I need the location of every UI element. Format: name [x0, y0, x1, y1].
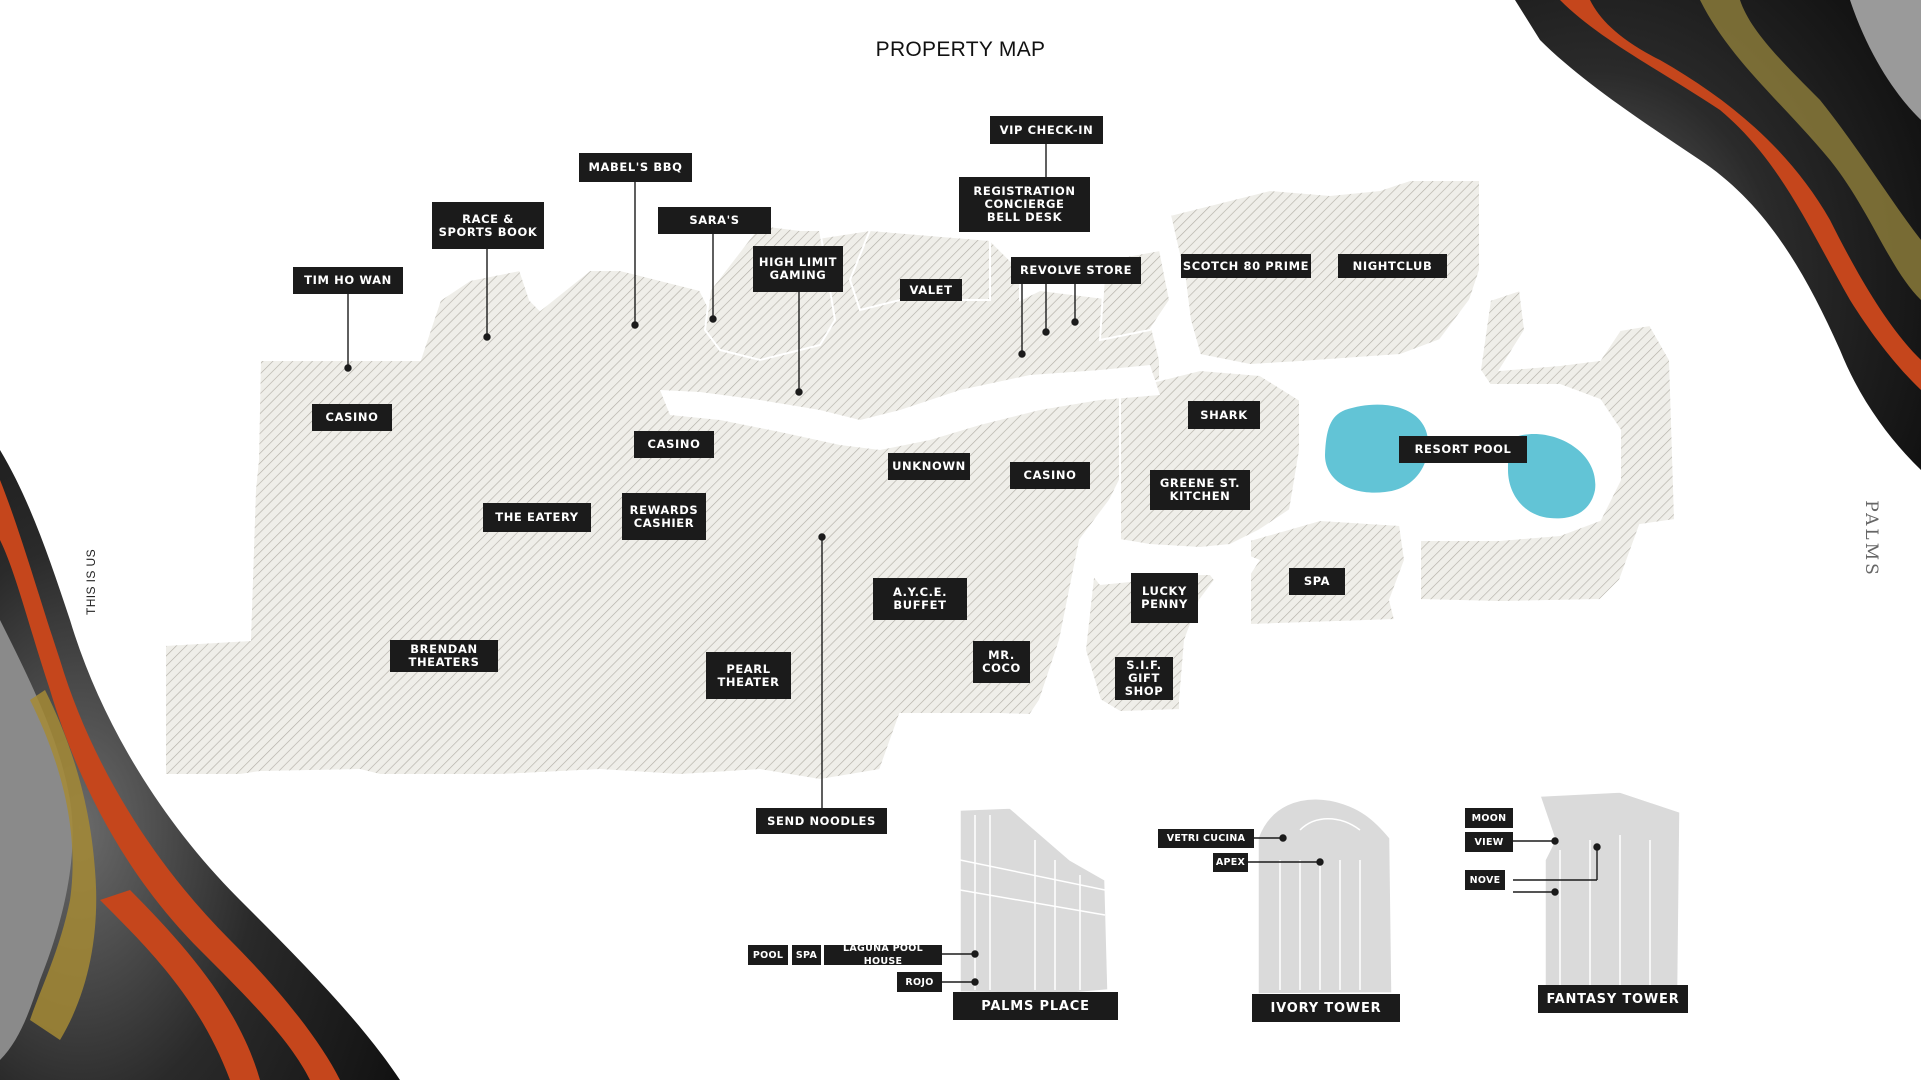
label-nove[interactable]: NOVE: [1465, 870, 1505, 890]
label-casino-east[interactable]: CASINO: [1010, 462, 1090, 489]
label-tim-ho-wan[interactable]: TIM HO WAN: [293, 267, 403, 294]
page-title: PROPERTY MAP: [875, 38, 1046, 61]
label-shark[interactable]: SHARK: [1188, 401, 1260, 429]
label-lucky-penny[interactable]: LUCKY PENNY: [1131, 573, 1198, 623]
label-ivory-tower[interactable]: IVORY TOWER: [1252, 994, 1400, 1022]
palms-place-tower: [959, 807, 1109, 995]
walkway-east: [1080, 548, 1260, 585]
label-saras[interactable]: SARA'S: [658, 207, 771, 234]
marble-bottom-left-decoration: [0, 450, 400, 1080]
label-spa-palms-place[interactable]: SPA: [792, 945, 821, 965]
label-valet[interactable]: VALET: [900, 279, 962, 301]
label-spa[interactable]: SPA: [1289, 568, 1345, 595]
label-vetri-cucina[interactable]: VETRI CUCINA: [1158, 829, 1254, 848]
label-registration-concierge-bell-desk[interactable]: REGISTRATION CONCIERGE BELL DESK: [959, 177, 1090, 232]
resort-pool-water: [1325, 404, 1596, 519]
marble-top-right-decoration: [1515, 0, 1921, 470]
label-sif-gift-shop[interactable]: S.I.F. GIFT SHOP: [1115, 657, 1173, 700]
label-send-noodles[interactable]: SEND NOODLES: [756, 808, 887, 834]
label-the-eatery[interactable]: THE EATERY: [483, 503, 591, 532]
fantasy-tower: [1538, 791, 1681, 993]
label-pool[interactable]: POOL: [748, 945, 788, 965]
label-palms-place[interactable]: PALMS PLACE: [953, 992, 1118, 1020]
label-greene-st-kitchen[interactable]: GREENE ST. KITCHEN: [1150, 470, 1250, 510]
label-rewards-cashier[interactable]: REWARDS CASHIER: [622, 493, 706, 540]
label-race-sports-book[interactable]: RACE & SPORTS BOOK: [432, 202, 544, 249]
label-revolve-store[interactable]: REVOLVE STORE: [1011, 257, 1141, 284]
label-unknown[interactable]: UNKNOWN: [888, 453, 970, 480]
label-vip-check-in[interactable]: VIP CHECK-IN: [990, 116, 1103, 144]
label-high-limit-gaming[interactable]: HIGH LIMIT GAMING: [753, 246, 843, 292]
walkway: [660, 365, 1160, 450]
label-mr-coco[interactable]: MR. COCO: [973, 641, 1030, 683]
label-apex[interactable]: APEX: [1213, 853, 1248, 872]
label-nightclub[interactable]: NIGHTCLUB: [1338, 254, 1447, 278]
label-fantasy-tower[interactable]: FANTASY TOWER: [1538, 985, 1688, 1013]
label-rojo[interactable]: ROJO: [897, 972, 942, 992]
label-pearl-theater[interactable]: PEARL THEATER: [706, 652, 791, 699]
label-casino-west[interactable]: CASINO: [312, 404, 392, 431]
label-casino-mid[interactable]: CASINO: [634, 431, 714, 458]
label-brendan-theaters[interactable]: BRENDAN THEATERS: [390, 640, 498, 672]
leader-lines: [344, 141, 1601, 986]
label-moon[interactable]: MOON: [1465, 808, 1513, 828]
label-view[interactable]: VIEW: [1465, 832, 1513, 852]
label-mabels-bbq[interactable]: MABEL'S BBQ: [579, 153, 692, 182]
label-scotch-80-prime[interactable]: SCOTCH 80 PRIME: [1181, 254, 1311, 278]
ivory-tower: [1257, 798, 1393, 995]
label-resort-pool[interactable]: RESORT POOL: [1399, 436, 1527, 463]
label-ayce-buffet[interactable]: A.Y.C.E. BUFFET: [873, 578, 967, 620]
label-laguna-pool-house[interactable]: LAGUNA POOL HOUSE: [824, 943, 942, 967]
